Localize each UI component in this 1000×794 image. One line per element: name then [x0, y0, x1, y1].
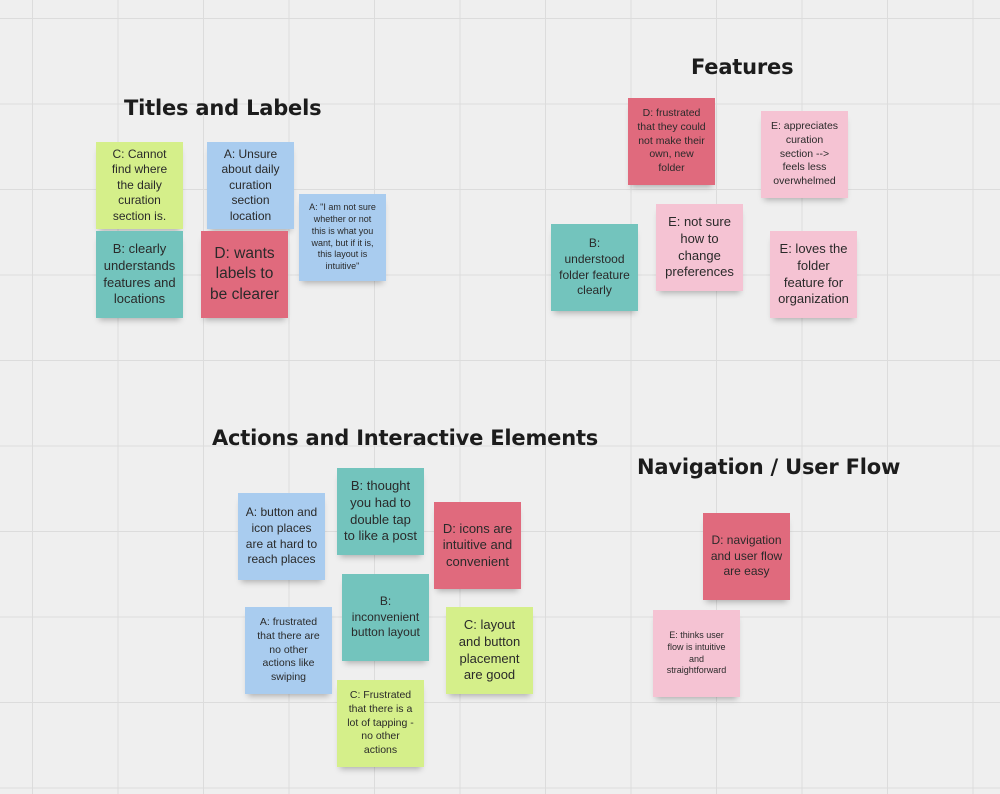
sticky-note-text: B: understood folder feature clearly: [559, 236, 630, 298]
section-title-features[interactable]: Features: [691, 55, 794, 79]
sticky-note[interactable]: A: Unsure about daily curation section l…: [207, 142, 294, 229]
sticky-note[interactable]: B: understood folder feature clearly: [551, 224, 638, 311]
sticky-note[interactable]: D: icons are intuitive and convenient: [434, 502, 521, 589]
sticky-note-text: E: thinks user flow is intuitive and str…: [666, 630, 727, 676]
sticky-note[interactable]: E: not sure how to change preferences: [656, 204, 743, 291]
sticky-note-text: E: not sure how to change preferences: [665, 214, 734, 280]
sticky-note[interactable]: D: navigation and user flow are easy: [703, 513, 790, 600]
sticky-note[interactable]: C: Cannot find where the daily curation …: [96, 142, 183, 229]
section-title-navigation-user-flow[interactable]: Navigation / User Flow: [637, 455, 901, 479]
sticky-note[interactable]: B: inconvenient button layout: [342, 574, 429, 661]
sticky-note[interactable]: A: "I am not sure whether or not this is…: [299, 194, 386, 281]
section-title-actions-and-interactive-elements[interactable]: Actions and Interactive Elements: [212, 426, 599, 450]
sticky-note-text: B: inconvenient button layout: [351, 594, 420, 640]
sticky-note-text: C: Frustrated that there is a lot of tap…: [347, 689, 414, 756]
sticky-note-text: D: navigation and user flow are easy: [710, 533, 783, 579]
section-title-titles-and-labels[interactable]: Titles and Labels: [124, 96, 322, 120]
sticky-note-text: A: "I am not sure whether or not this is…: [309, 202, 376, 271]
sticky-note-text: D: icons are intuitive and convenient: [442, 520, 513, 569]
sticky-note-text: B: clearly understands features and loca…: [103, 241, 176, 307]
sticky-note-text: A: Unsure about daily curation section l…: [221, 146, 280, 223]
sticky-note[interactable]: C: Frustrated that there is a lot of tap…: [337, 680, 424, 767]
sticky-note[interactable]: A: frustrated that there are no other ac…: [245, 607, 332, 694]
sticky-note[interactable]: A: button and icon places are at hard to…: [238, 493, 325, 580]
sticky-note[interactable]: C: layout and button placement are good: [446, 607, 533, 694]
sticky-note[interactable]: B: thought you had to double tap to like…: [337, 468, 424, 555]
sticky-note[interactable]: E: thinks user flow is intuitive and str…: [653, 610, 740, 697]
sticky-note-text: B: thought you had to double tap to like…: [344, 478, 417, 544]
sticky-note[interactable]: E: appreciates curation section --> feel…: [761, 111, 848, 198]
sticky-note[interactable]: E: loves the folder feature for organiza…: [770, 231, 857, 318]
sticky-note-text: E: appreciates curation section --> feel…: [770, 120, 839, 187]
sticky-note-text: A: button and icon places are at hard to…: [245, 505, 318, 567]
sticky-note-text: A: frustrated that there are no other ac…: [257, 616, 320, 683]
sticky-note[interactable]: D: wants labels to be clearer: [201, 231, 288, 318]
sticky-note-text: C: Cannot find where the daily curation …: [111, 146, 168, 223]
sticky-note[interactable]: D: frustrated that they could not make t…: [628, 98, 715, 185]
sticky-note-text: C: layout and button placement are good: [458, 617, 521, 683]
sticky-note[interactable]: B: clearly understands features and loca…: [96, 231, 183, 318]
sticky-note-text: D: wants labels to be clearer: [210, 245, 279, 303]
sticky-note-text: E: loves the folder feature for organiza…: [778, 241, 849, 307]
sticky-note-text: D: frustrated that they could not make t…: [637, 107, 706, 174]
